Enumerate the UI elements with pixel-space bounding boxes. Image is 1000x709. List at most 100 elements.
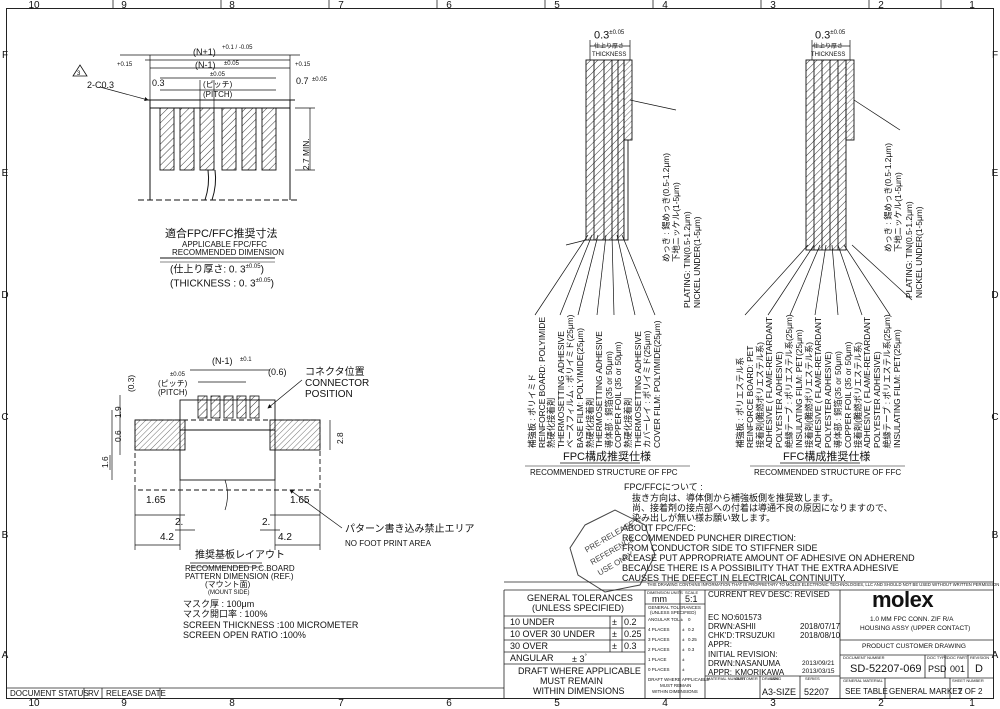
see-table: SEE TABLE [845,687,888,696]
pcb-dim-0-6v: 0.6 [113,430,123,442]
zone-label-bottom: 6 [446,698,452,709]
notes-en-head: ABOUT FPC/FFC: [622,523,696,533]
tolerance-sign: ± [612,629,617,639]
ffc-layer-line: 接着剤(難燃ポリエステル系) [754,341,765,448]
ffc-plating-line: 下地ニッケル(1-5μm) [893,172,903,252]
pcb-title-jp: 推奨基板レイアウト [195,550,285,561]
zone-label-bottom: 4 [662,698,668,709]
n-plus-1-tol: +0.1 / -0.05 [222,45,253,51]
fpc-layer-line: 導体部 : 銅箔(35 or 50μm) [603,351,614,448]
dim-0-7-tol: ±0.05 [312,77,327,83]
fpc-layer-line: ベースフィルム : ポリイミド(25μm) [565,314,576,448]
pcb-title-en1: RECOMMENDED P.C.BOARD [185,564,295,573]
fpc-layer-line: 熱硬化接着剤 [584,397,595,448]
notes-en-1: RECOMMENDED PUNCHER DIRECTION: [622,533,797,543]
pitch-tol: ±0.05 [210,72,225,78]
fpc-dim-title-jp: 適合FPC/FFC推奨寸法 [165,228,278,240]
sheet-number: 2 OF 2 [958,687,983,696]
fpc-layer-line: THERMOSETTING ADHESIVE [594,331,605,448]
zone-label-bottom: 9 [121,698,127,709]
mini-tol-key: ANGULAR TOL ± [648,617,684,622]
thickness-jp: (仕上り厚さ: 0. 3±0.05) [170,264,264,276]
zone-label-right: E [991,168,999,179]
ffc-layer-line: POLYESTER ADHESIVE) [774,351,785,448]
screen-open-ratio: SCREEN OPEN RATIO :100% [183,630,306,640]
chkd-date: 2018/08/10 [800,631,841,640]
tolerance-sign: ± [612,641,617,651]
fpc-struct-title-en: RECOMMENDED STRUCTURE OF FPC [530,468,678,477]
ffc-layer-line: ADHESIVE ( FLAME-RETARDANT [764,316,775,448]
mini-draft-3: WITHIN DIMENSIONS [652,689,698,694]
mini-tol-sign: ± [682,647,685,652]
scale-label: SCALE [685,590,699,595]
no-footprint-en: NO FOOT PRINT AREA [345,539,431,548]
n-minus-1-dim: (N-1) [195,60,216,70]
mini-tol-sign: ± [682,657,685,662]
document-number: SD-52207-069 [850,663,922,675]
zone-label-top: 2 [878,0,884,11]
fpc-plating-line: 下地ニッケル(1-5μm) [671,182,681,262]
mini-tol-key: 1 PLACE [648,657,667,662]
mini-tol-key: 3 PLACES [648,637,670,642]
fpc-layer-line: 熱硬化接着剤 [623,397,633,448]
gen-tol-1: GENERAL TOLERANCES [527,593,633,603]
chkd-value: TRSUZUKI [735,631,775,640]
ec-label: EC NO: [708,613,736,622]
fpc-layer-line: COPPER FOIL (35 or 50μm) [613,341,624,448]
ffc-thickness-en: THICKNESS [811,52,846,58]
zone-label-right: C [991,412,999,423]
pcb-dim-2-8: 2.8 [335,432,345,444]
product-customer-drawing: PRODUCT CUSTOMER DRAWING [862,643,966,650]
ffc-layer-line: INSULATING FILM: PET(25μm) [891,329,902,448]
mini-tol-value: 0.3 [688,647,695,652]
init-drwn-date: 2013/09/21 [802,660,835,667]
doc-number-label: DOCUMENT NUMBER [843,655,885,660]
doc-part-label: DOC PART [947,655,968,660]
fpc-dim-title-en1: APPLICABLE FPC/FFC [182,240,267,249]
ffc-plating-line: PLATING: TIN(0.5-1.2μm) [904,201,914,298]
connector-position-jp: コネクタ位置 [305,367,365,378]
drawing-label: DRAWING [762,676,782,681]
ffc-layer-line: COPPER FOIL (35 or 50μm) [842,341,853,448]
product-line-1: 1.0 MM FPC CONN. ZIF R/A [870,616,954,623]
connector-position-en1: CONNECTOR [305,378,370,389]
mini-draft-2: MUST REMAIN [660,683,692,688]
mini-tol-sign: ± [682,667,685,672]
init-appr-date: 2013/03/15 [802,668,835,675]
ffc-layer-line: ADHESIVE ( FLAME-RETARDANT [813,316,824,448]
pcb-pitch-en: (PITCH) [158,388,188,397]
zone-label-right: B [991,530,999,541]
series-label: SERIES [805,676,820,681]
tol-015-right: +0.15 [295,62,311,68]
product-line-2: HOUSING ASSY (UPPER CONTACT) [860,625,971,632]
tolerance-range: 10 UNDER [510,617,555,627]
zone-label-top: 6 [446,0,452,11]
zone-label-left: F [1,50,9,61]
doc-type-label: DOC TYPE [927,655,948,660]
mini-tol-value: 0 [688,617,691,622]
dim-units: mm [652,594,667,604]
draft-3: WITHIN DIMENSIONS [533,686,625,696]
revision-label: REVISION [970,655,990,660]
draft-1: DRAFT WHERE APPLICABLE [518,666,641,676]
mask-thickness-jp: マスク厚 : 100μm [183,599,255,609]
fpc-thickness-en: THICKNESS [592,52,627,58]
draft-2: MUST REMAIN [540,676,603,686]
mini-gen-tol-2: (UNLESS SPECIFIED) [650,610,697,615]
mini-tol-sign: ± [682,637,685,642]
material-number-label: MATERIAL NUMBER [707,676,746,681]
init-drwn-label: DRWN: [708,659,735,668]
tolerance-value: 0.2 [624,617,637,627]
notes-en-5: CAUSES THE DEFECT IN ELECTRICAL CONTINUI… [622,573,846,583]
general-market: GENERAL MARKET [889,687,963,696]
rv-label: RV [88,689,99,698]
pcb-dim-4-2-right: 4.2 [278,532,292,543]
pcb-dim-0-6: (0.6) [268,367,287,377]
ffc-plating-line: NICKEL UNDER(1-5μm) [914,206,924,298]
fpc-layer-line: REINFORCE BOARD: POLYIMIDE [536,316,547,448]
zone-label-right: F [991,50,999,61]
ffc-layer-line: 導体部 : 銅箔(35 or 50μm) [833,351,843,448]
mini-tol-sign: ± [682,627,685,632]
notes-en-3: PLEASE PUT APPROPRIATE AMOUNT OF ADHESIV… [622,553,915,563]
